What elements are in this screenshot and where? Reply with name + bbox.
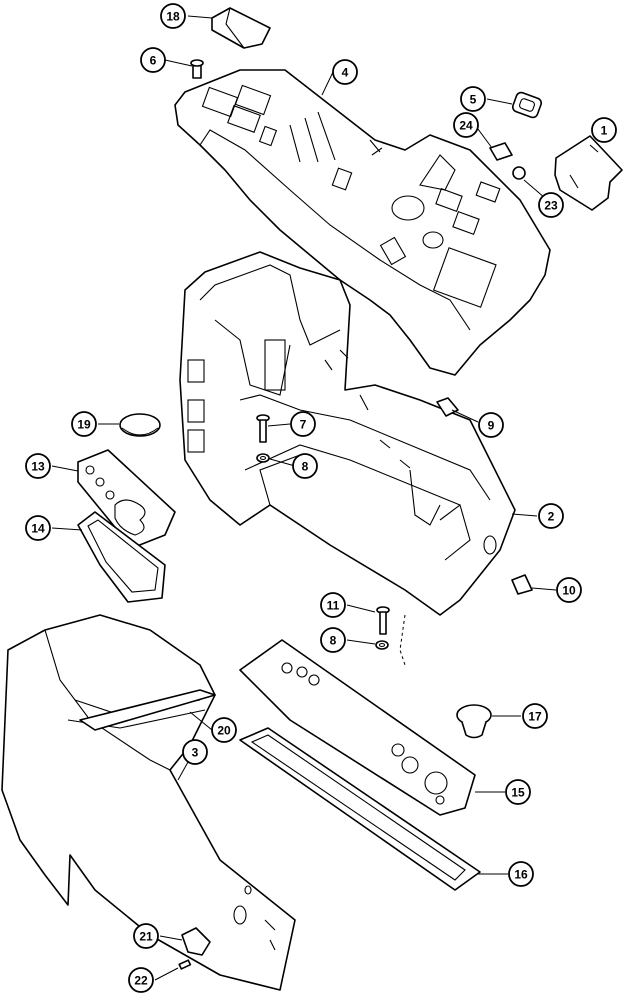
callout-c19: 19 [71, 411, 97, 437]
callout-number: 2 [548, 510, 555, 524]
callout-c13: 13 [25, 453, 51, 479]
part-3-lower-cover [1, 614, 296, 991]
callout-c8a: 8 [292, 453, 318, 479]
callout-circle [460, 86, 486, 112]
callout-number: 21 [139, 930, 153, 944]
callout-number: 9 [488, 419, 495, 433]
part-24-clip [489, 142, 513, 161]
part-17-grommet [456, 704, 492, 739]
callout-c22: 22 [128, 967, 154, 993]
callout-circle [320, 592, 346, 618]
callout-circle [332, 59, 358, 85]
part-14-gasket [77, 511, 166, 603]
callout-c7: 7 [290, 411, 316, 437]
callout-number: 22 [134, 974, 148, 988]
callout-number: 10 [562, 584, 576, 598]
callout-number: 6 [150, 54, 157, 68]
callout-circle [25, 515, 51, 541]
callout-number: 7 [300, 418, 307, 432]
callout-c4: 4 [332, 59, 358, 85]
callout-circle [478, 412, 504, 438]
callout-circle [508, 861, 534, 887]
callout-number: 23 [544, 199, 558, 213]
callout-circle [160, 3, 186, 29]
callout-c24: 24 [453, 112, 479, 138]
part-20-trim-strip [79, 689, 216, 731]
callout-circle [538, 192, 564, 218]
callout-c10: 10 [556, 577, 582, 603]
callout-number: 1 [601, 124, 608, 138]
callout-circle [71, 411, 97, 437]
callout-c5: 5 [460, 86, 486, 112]
callout-number: 13 [31, 460, 45, 474]
callout-circle [556, 577, 582, 603]
part-8-washer-upper [256, 453, 270, 463]
callout-circle [25, 453, 51, 479]
part-2-console-frame [179, 251, 516, 666]
part-19-plug [119, 413, 161, 437]
callout-c21: 21 [133, 923, 159, 949]
callout-number: 15 [511, 786, 525, 800]
callout-number: 19 [77, 418, 91, 432]
part-22-screw [178, 959, 192, 970]
callout-c8b: 8 [320, 627, 346, 653]
callout-circle [292, 453, 318, 479]
callout-circle [133, 923, 159, 949]
part-10-clip [511, 574, 533, 595]
callout-circle [128, 967, 154, 993]
callout-c15: 15 [505, 779, 531, 805]
callout-c14: 14 [25, 515, 51, 541]
callout-circle [591, 117, 617, 143]
callout-number: 24 [459, 119, 473, 133]
callout-number: 8 [302, 460, 309, 474]
part-6-screw [190, 59, 204, 79]
callout-circle [453, 112, 479, 138]
part-15-switch-plate [239, 639, 476, 816]
part-1-cover-plate [554, 135, 623, 211]
callout-number: 14 [31, 522, 45, 536]
part-4-console-top-panel [174, 69, 551, 376]
part-11-bolt [376, 606, 390, 635]
callout-number: 3 [192, 746, 199, 760]
part-16-seal [239, 727, 481, 891]
part-8-washer-lower [375, 640, 389, 650]
callout-c16: 16 [508, 861, 534, 887]
part-23-knob [512, 166, 526, 180]
part-18-cover [211, 7, 271, 49]
callout-circle [538, 503, 564, 529]
callout-number: 18 [166, 10, 180, 24]
callout-number: 17 [528, 710, 542, 724]
callout-number: 8 [330, 634, 337, 648]
part-13-gate-plate [77, 449, 176, 549]
callout-c6: 6 [140, 47, 166, 73]
callout-circle [320, 627, 346, 653]
callout-circle [182, 739, 208, 765]
callout-c20: 20 [211, 717, 237, 743]
callout-circle [211, 717, 237, 743]
callout-c17: 17 [522, 703, 548, 729]
callout-number: 20 [217, 724, 231, 738]
callout-c3: 3 [182, 739, 208, 765]
callout-circle [290, 411, 316, 437]
callout-c18: 18 [160, 3, 186, 29]
callout-number: 11 [327, 599, 340, 613]
callout-c23: 23 [538, 192, 564, 218]
callout-number: 5 [470, 93, 477, 107]
callout-circle [140, 47, 166, 73]
callout-c2: 2 [538, 503, 564, 529]
part-5-grommet [511, 91, 543, 119]
callout-number: 16 [514, 868, 528, 882]
callout-c11: 11 [320, 592, 346, 618]
callout-c1: 1 [591, 117, 617, 143]
callout-circle [505, 779, 531, 805]
part-7-bolt [256, 414, 270, 443]
part-21-bracket [181, 927, 211, 956]
callout-c9: 9 [478, 412, 504, 438]
callout-circle [522, 703, 548, 729]
callout-number: 4 [342, 66, 349, 80]
part-9-clip [436, 397, 459, 417]
